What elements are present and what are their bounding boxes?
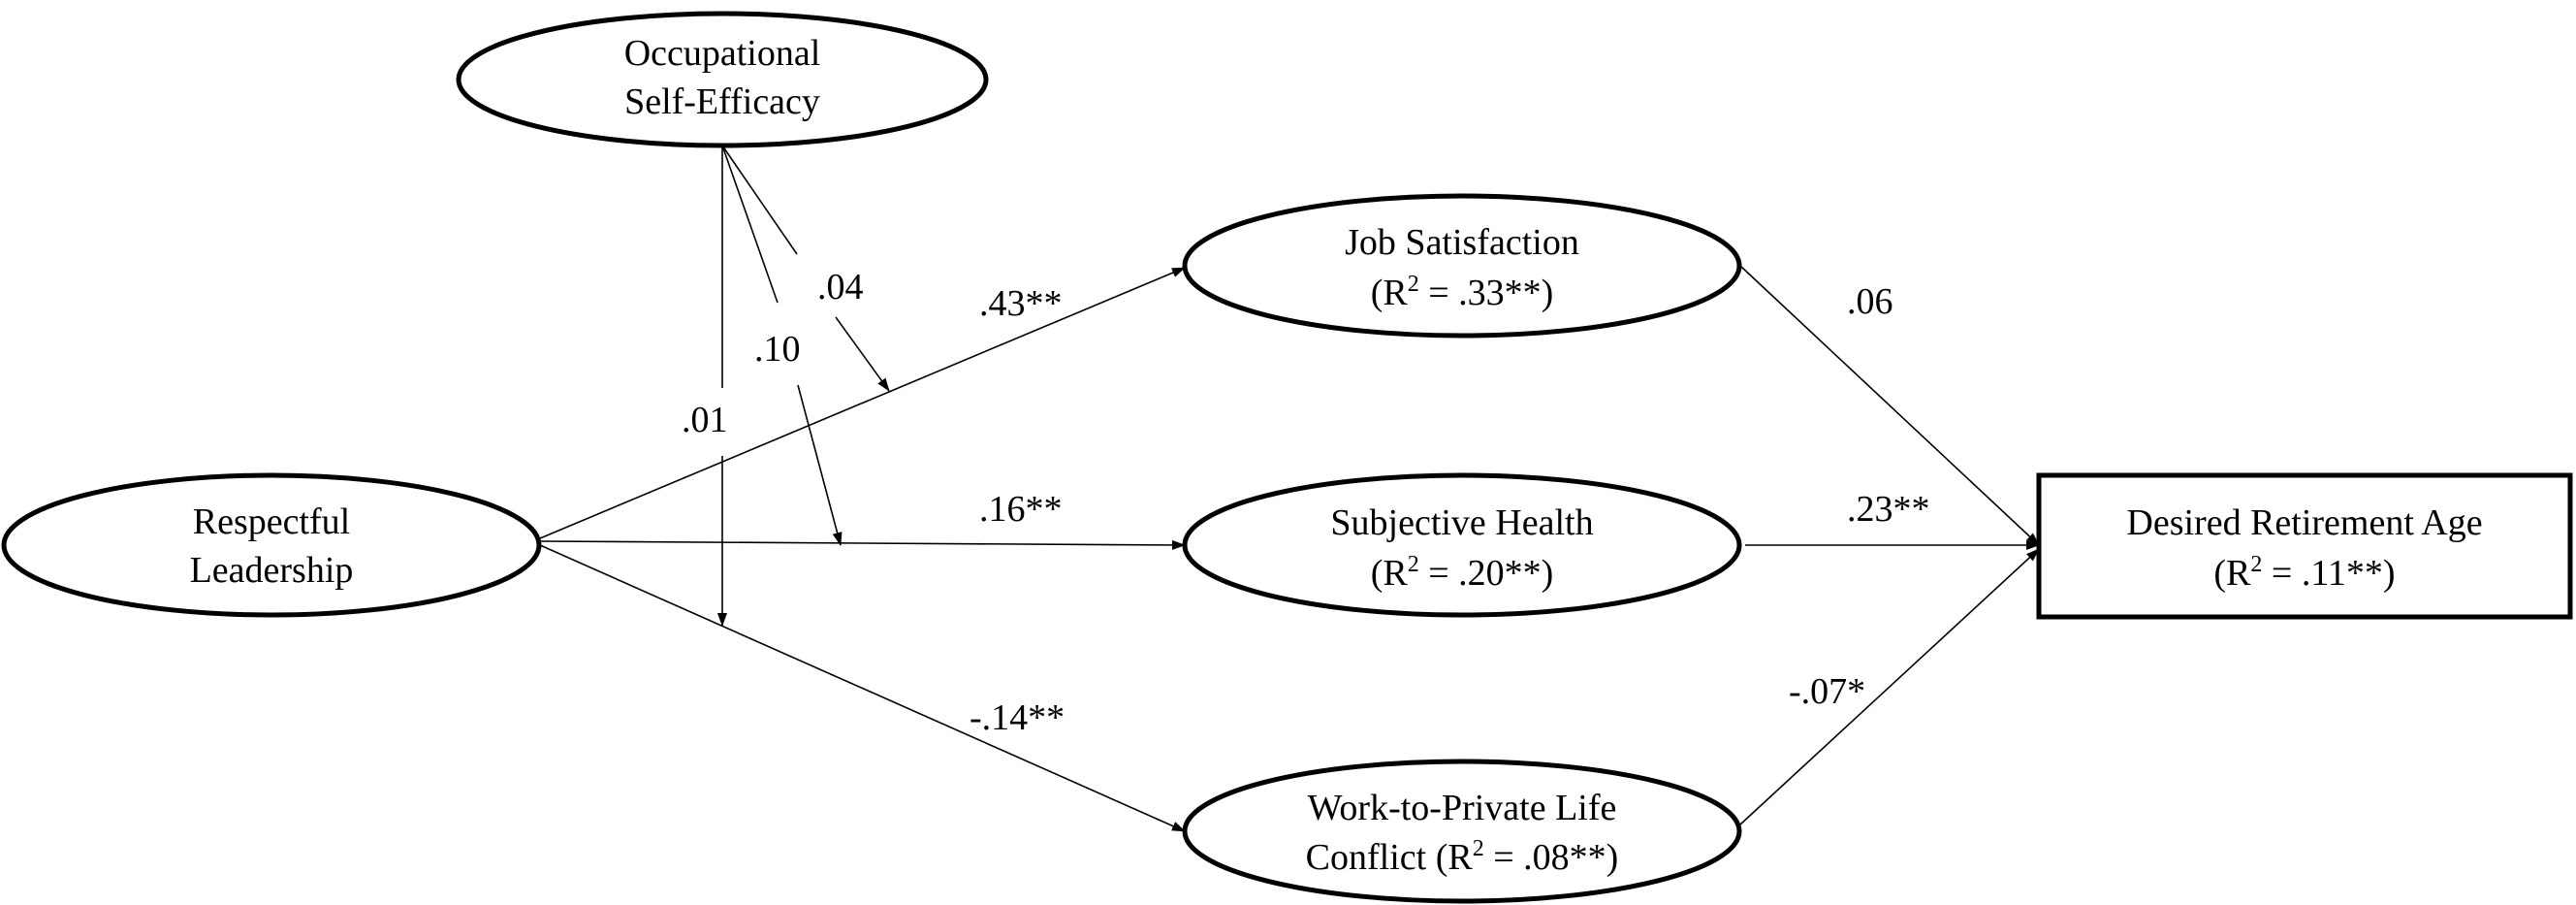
edge-labels: .43** .16** -.14** .06 .23** -.07* .04 .… bbox=[682, 267, 1930, 738]
subjective-health-ellipse bbox=[1182, 472, 1742, 618]
coef-subjective-health-retirement: .23** bbox=[1847, 489, 1930, 530]
node-respectful-leadership: Respectful Leadership bbox=[1, 472, 542, 618]
work-private-life-conflict-ellipse bbox=[1182, 759, 1742, 904]
occupational-self-efficacy-line1: Occupational bbox=[624, 33, 821, 74]
work-private-life-conflict-r2: Conflict (R2 = .08**) bbox=[1306, 836, 1619, 878]
desired-retirement-age-line1: Desired Retirement Age bbox=[2126, 502, 2482, 543]
edge-respectful-to-work-private-conflict bbox=[539, 544, 1186, 832]
moderator-edge-subjective-health-a bbox=[721, 145, 779, 304]
node-work-private-life-conflict: Work-to-Private Life Conflict (R2 = .08*… bbox=[1182, 759, 1742, 904]
coef-respectful-subjective-health: .16** bbox=[979, 489, 1063, 530]
coef-moderation-subjective-health: .10 bbox=[754, 329, 801, 370]
edge-respectful-to-job-satisfaction bbox=[539, 267, 1186, 539]
occupational-self-efficacy-ellipse bbox=[456, 11, 989, 148]
occupational-self-efficacy-line2: Self-Efficacy bbox=[624, 81, 820, 122]
coef-moderation-work-private-conflict: .01 bbox=[682, 400, 728, 440]
job-satisfaction-line1: Job Satisfaction bbox=[1345, 222, 1579, 263]
coef-work-private-conflict-retirement: -.07* bbox=[1789, 671, 1865, 712]
job-satisfaction-r2: (R2 = .33**) bbox=[1371, 272, 1554, 313]
job-satisfaction-ellipse bbox=[1182, 193, 1742, 339]
coef-respectful-work-private-conflict: -.14** bbox=[970, 697, 1065, 738]
edge-work-private-conflict-to-retirement bbox=[1739, 548, 2040, 825]
respectful-leadership-ellipse bbox=[1, 472, 542, 618]
coef-respectful-job-satisfaction: .43** bbox=[979, 283, 1063, 324]
subjective-health-r2: (R2 = .20**) bbox=[1371, 552, 1554, 594]
edge-job-satisfaction-to-retirement bbox=[1739, 265, 2040, 546]
coef-job-satisfaction-retirement: .06 bbox=[1847, 281, 1893, 322]
subjective-health-line1: Subjective Health bbox=[1330, 502, 1593, 543]
respectful-leadership-line1: Respectful bbox=[193, 501, 351, 542]
moderator-edge-subjective-health-b bbox=[797, 384, 843, 546]
moderator-edge-job-satisfaction-b bbox=[835, 316, 890, 392]
node-subjective-health: Subjective Health (R2 = .20**) bbox=[1182, 472, 1742, 618]
node-desired-retirement-age: Desired Retirement Age (R2 = .11**) bbox=[2036, 472, 2573, 620]
coef-moderation-job-satisfaction: .04 bbox=[817, 267, 864, 307]
node-job-satisfaction: Job Satisfaction (R2 = .33**) bbox=[1182, 193, 1742, 339]
work-private-life-conflict-line1: Work-to-Private Life bbox=[1308, 788, 1617, 828]
node-occupational-self-efficacy: Occupational Self-Efficacy bbox=[456, 11, 989, 148]
desired-retirement-age-r2: (R2 = .11**) bbox=[2213, 552, 2395, 594]
desired-retirement-age-box bbox=[2036, 472, 2573, 620]
respectful-leadership-line2: Leadership bbox=[190, 550, 354, 591]
edge-respectful-to-subjective-health bbox=[539, 539, 1186, 550]
edges bbox=[539, 145, 2040, 832]
moderator-edge-job-satisfaction-a bbox=[721, 145, 798, 255]
